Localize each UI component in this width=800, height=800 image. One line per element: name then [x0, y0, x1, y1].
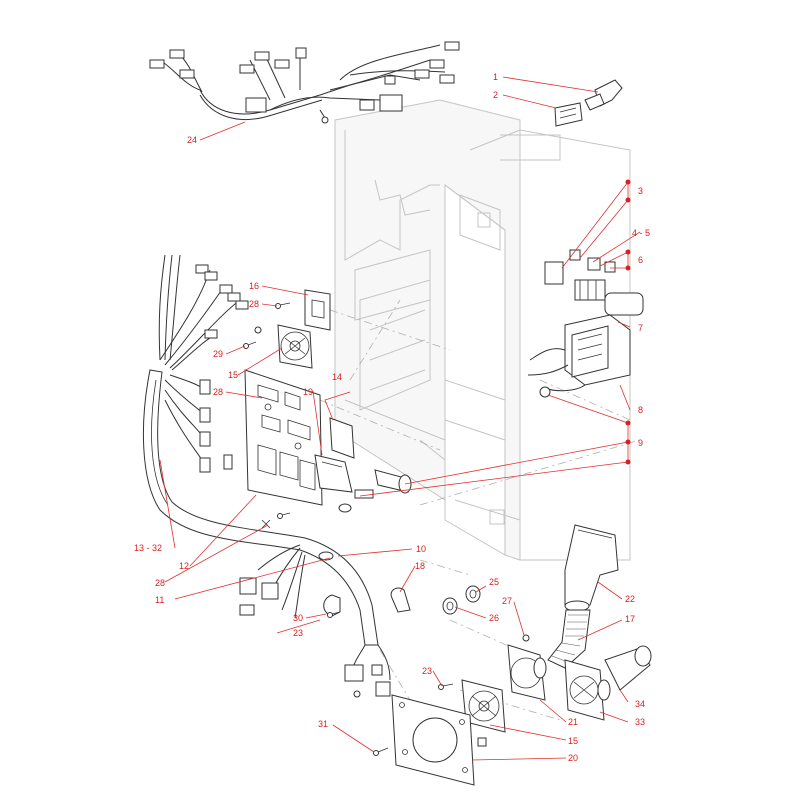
- callout-6: 6: [638, 255, 643, 265]
- cooling-fan-lower: [461, 679, 506, 747]
- callout-27: 27: [502, 596, 512, 606]
- control-board: [244, 369, 323, 506]
- assembly-axes: [319, 299, 641, 721]
- cable-clip: [390, 587, 411, 613]
- main-wiring-harness: [142, 254, 379, 646]
- callout-23-right: 23: [422, 666, 432, 676]
- mounting-plate: [391, 694, 475, 786]
- mounting-bracket: [314, 417, 355, 493]
- callout-10: 10: [416, 544, 426, 554]
- callout-19: 19: [303, 387, 313, 397]
- filter-cartridge: [604, 645, 652, 691]
- contactor-group: [544, 249, 644, 316]
- top-wiring-harness: [149, 41, 460, 124]
- callout-30: 30: [293, 613, 303, 623]
- callout-2: 2: [493, 90, 498, 100]
- callout-8: 8: [638, 405, 643, 415]
- callout-1: 1: [493, 72, 498, 82]
- interface-board: [304, 289, 331, 331]
- callout-9: 9: [638, 438, 643, 448]
- leader-dots: [625, 179, 631, 465]
- transformer: [527, 314, 631, 398]
- air-duct: [564, 524, 619, 612]
- callout-18: 18: [415, 561, 425, 571]
- callout-28-bottom: 28: [155, 578, 165, 588]
- callout-29: 29: [213, 349, 223, 359]
- fuse-holder: [338, 469, 412, 513]
- callout-33: 33: [635, 717, 645, 727]
- callout-22: 22: [625, 594, 635, 604]
- callout-11: 11: [155, 595, 164, 605]
- cooling-fan-upper: [277, 324, 313, 369]
- screws: [243, 302, 530, 756]
- callout-15-lower: 15: [568, 736, 578, 746]
- callout-26: 26: [489, 613, 499, 623]
- callout-14: 14: [332, 372, 342, 382]
- selector-knob: [584, 79, 623, 111]
- callout-23-left: 23: [293, 628, 303, 638]
- fan-guard: [564, 659, 611, 721]
- callout-12: 12: [179, 561, 189, 571]
- callout-28-mid: 28: [213, 387, 223, 397]
- callout-7: 7: [638, 323, 643, 333]
- callout-16: 16: [249, 281, 259, 291]
- callout-17: 17: [625, 614, 635, 624]
- callout-labels: 1 2 3 4 - 5 6 7 8 9 10 11 12 13 - 32 14 …: [134, 72, 650, 763]
- switch-block: [554, 102, 583, 127]
- callout-13-32: 13 - 32: [134, 543, 162, 553]
- callout-15-upper: 15: [228, 370, 238, 380]
- callout-4-5: 4 - 5: [632, 228, 650, 238]
- callout-31: 31: [318, 719, 328, 729]
- callout-24: 24: [187, 135, 197, 145]
- flexible-hose: [547, 609, 591, 669]
- lower-harness-branches: [239, 544, 391, 698]
- callout-28-top: 28: [249, 299, 259, 309]
- callout-20: 20: [568, 753, 578, 763]
- callout-34: 34: [635, 699, 645, 709]
- leader-lines: [159, 76, 641, 761]
- callout-3: 3: [638, 186, 643, 196]
- fan-housing: [507, 644, 547, 701]
- grommets: [442, 585, 481, 615]
- callout-21: 21: [568, 717, 578, 727]
- callout-25: 25: [489, 577, 499, 587]
